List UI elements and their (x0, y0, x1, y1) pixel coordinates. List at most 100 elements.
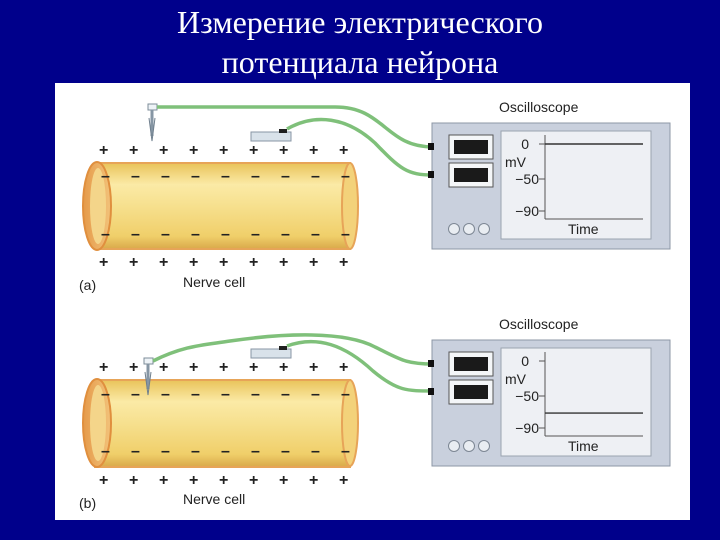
knob-icon (448, 440, 460, 452)
title-line-1: Измерение электрического (177, 4, 543, 40)
charge-minus: – (191, 168, 200, 185)
charge-minus: – (161, 386, 170, 403)
charge-plus: + (219, 472, 228, 489)
charge-minus: – (341, 168, 350, 185)
charge-minus: – (101, 386, 110, 403)
charge-plus: + (159, 359, 168, 376)
oscilloscope-a: Oscilloscope (428, 99, 671, 250)
tick-label: −50 (515, 171, 539, 187)
charge-minus: – (131, 443, 140, 460)
charge-plus: + (309, 472, 318, 489)
charge-plus: + (309, 359, 318, 376)
charge-plus: + (339, 254, 348, 271)
charge-minus: – (251, 226, 260, 243)
charge-minus: – (131, 386, 140, 403)
charge-plus: + (189, 142, 198, 159)
microelectrode-a (147, 103, 158, 142)
input-jack (428, 171, 434, 178)
knob-icon (448, 223, 460, 235)
panel-label: (a) (79, 277, 96, 293)
wires-a (157, 105, 434, 177)
charge-minus: – (251, 443, 260, 460)
charge-minus: – (311, 226, 320, 243)
charge-minus: – (161, 168, 170, 185)
charge-minus: – (101, 443, 110, 460)
charge-plus: + (339, 359, 348, 376)
charge-minus: – (101, 168, 110, 185)
tick-label: −90 (515, 420, 539, 436)
charge-minus: – (281, 168, 290, 185)
charges-outside-bottom-a: + + + + + + + + + (99, 254, 348, 271)
wires-b (152, 333, 434, 393)
knob-icon (463, 223, 475, 235)
x-axis-label: Time (568, 221, 599, 237)
charge-minus: – (161, 443, 170, 460)
charge-plus: + (339, 142, 348, 159)
charge-minus: – (221, 226, 230, 243)
charge-plus: + (99, 472, 108, 489)
charge-minus: – (221, 386, 230, 403)
charge-minus: – (341, 443, 350, 460)
charges-outside-top-a: + + + + + + + + + (99, 142, 348, 159)
nerve-cell-label: Nerve cell (183, 491, 245, 507)
panel-a: + + + + + + + + + – – – – – – – – – (79, 99, 671, 293)
axon-a (82, 161, 359, 251)
charge-plus: + (129, 142, 138, 159)
charge-minus: – (341, 386, 350, 403)
charge-plus: + (129, 254, 138, 271)
charge-plus: + (249, 142, 258, 159)
charge-minus: – (131, 226, 140, 243)
knob-icon (478, 440, 490, 452)
charges-inside-top-a: – – – – – – – – – (101, 168, 350, 185)
charge-plus: + (309, 142, 318, 159)
charge-plus: + (219, 254, 228, 271)
charge-plus: + (279, 359, 288, 376)
charge-minus: – (251, 386, 260, 403)
charge-minus: – (221, 168, 230, 185)
reference-electrode-a (250, 129, 292, 142)
panel-b: + + + + + + + + + – – – – – – – – – (79, 316, 671, 511)
charge-minus: – (191, 443, 200, 460)
tick-label: 0 (521, 136, 529, 152)
charge-plus: + (189, 254, 198, 271)
oscilloscope-title: Oscilloscope (499, 99, 579, 115)
charge-minus: – (281, 226, 290, 243)
charges-outside-top-b: + + + + + + + + + (99, 359, 348, 376)
unit-label: mV (505, 371, 527, 387)
charge-minus: – (251, 168, 260, 185)
charge-plus: + (249, 472, 258, 489)
charge-minus: – (221, 443, 230, 460)
title-line-2: потенциала нейрона (221, 44, 499, 80)
charge-minus: – (341, 226, 350, 243)
charge-minus: – (311, 443, 320, 460)
input-jack (428, 360, 434, 367)
charge-plus: + (99, 359, 108, 376)
charges-inside-bottom-a: – – – – – – – – – (101, 226, 350, 243)
knob-icon (478, 223, 490, 235)
charge-minus: – (101, 226, 110, 243)
charge-plus: + (219, 359, 228, 376)
oscilloscope-screen (500, 347, 652, 457)
slide-title: Измерение электрического потенциала нейр… (0, 2, 720, 82)
charge-plus: + (129, 359, 138, 376)
charge-minus: – (191, 226, 200, 243)
tick-label: −90 (515, 203, 539, 219)
panel-label: (b) (79, 495, 96, 511)
charge-plus: + (279, 254, 288, 271)
charge-plus: + (249, 254, 258, 271)
charge-plus: + (249, 359, 258, 376)
charge-plus: + (219, 142, 228, 159)
charge-plus: + (159, 254, 168, 271)
figure-panel: + + + + + + + + + – – – – – – – – – (55, 83, 690, 520)
charge-plus: + (309, 254, 318, 271)
charge-minus: – (311, 386, 320, 403)
oscilloscope-b: Oscilloscope 0 mV −50 −9 (428, 316, 671, 467)
reference-electrode-b (250, 346, 292, 359)
charges-outside-bottom-b: + + + + + + + + + (99, 472, 348, 489)
neuron-potential-diagram: + + + + + + + + + – – – – – – – – – (79, 99, 671, 511)
charge-minus: – (131, 168, 140, 185)
oscilloscope-title: Oscilloscope (499, 316, 579, 332)
charge-minus: – (281, 386, 290, 403)
charge-minus: – (161, 226, 170, 243)
tick-label: 0 (521, 353, 529, 369)
